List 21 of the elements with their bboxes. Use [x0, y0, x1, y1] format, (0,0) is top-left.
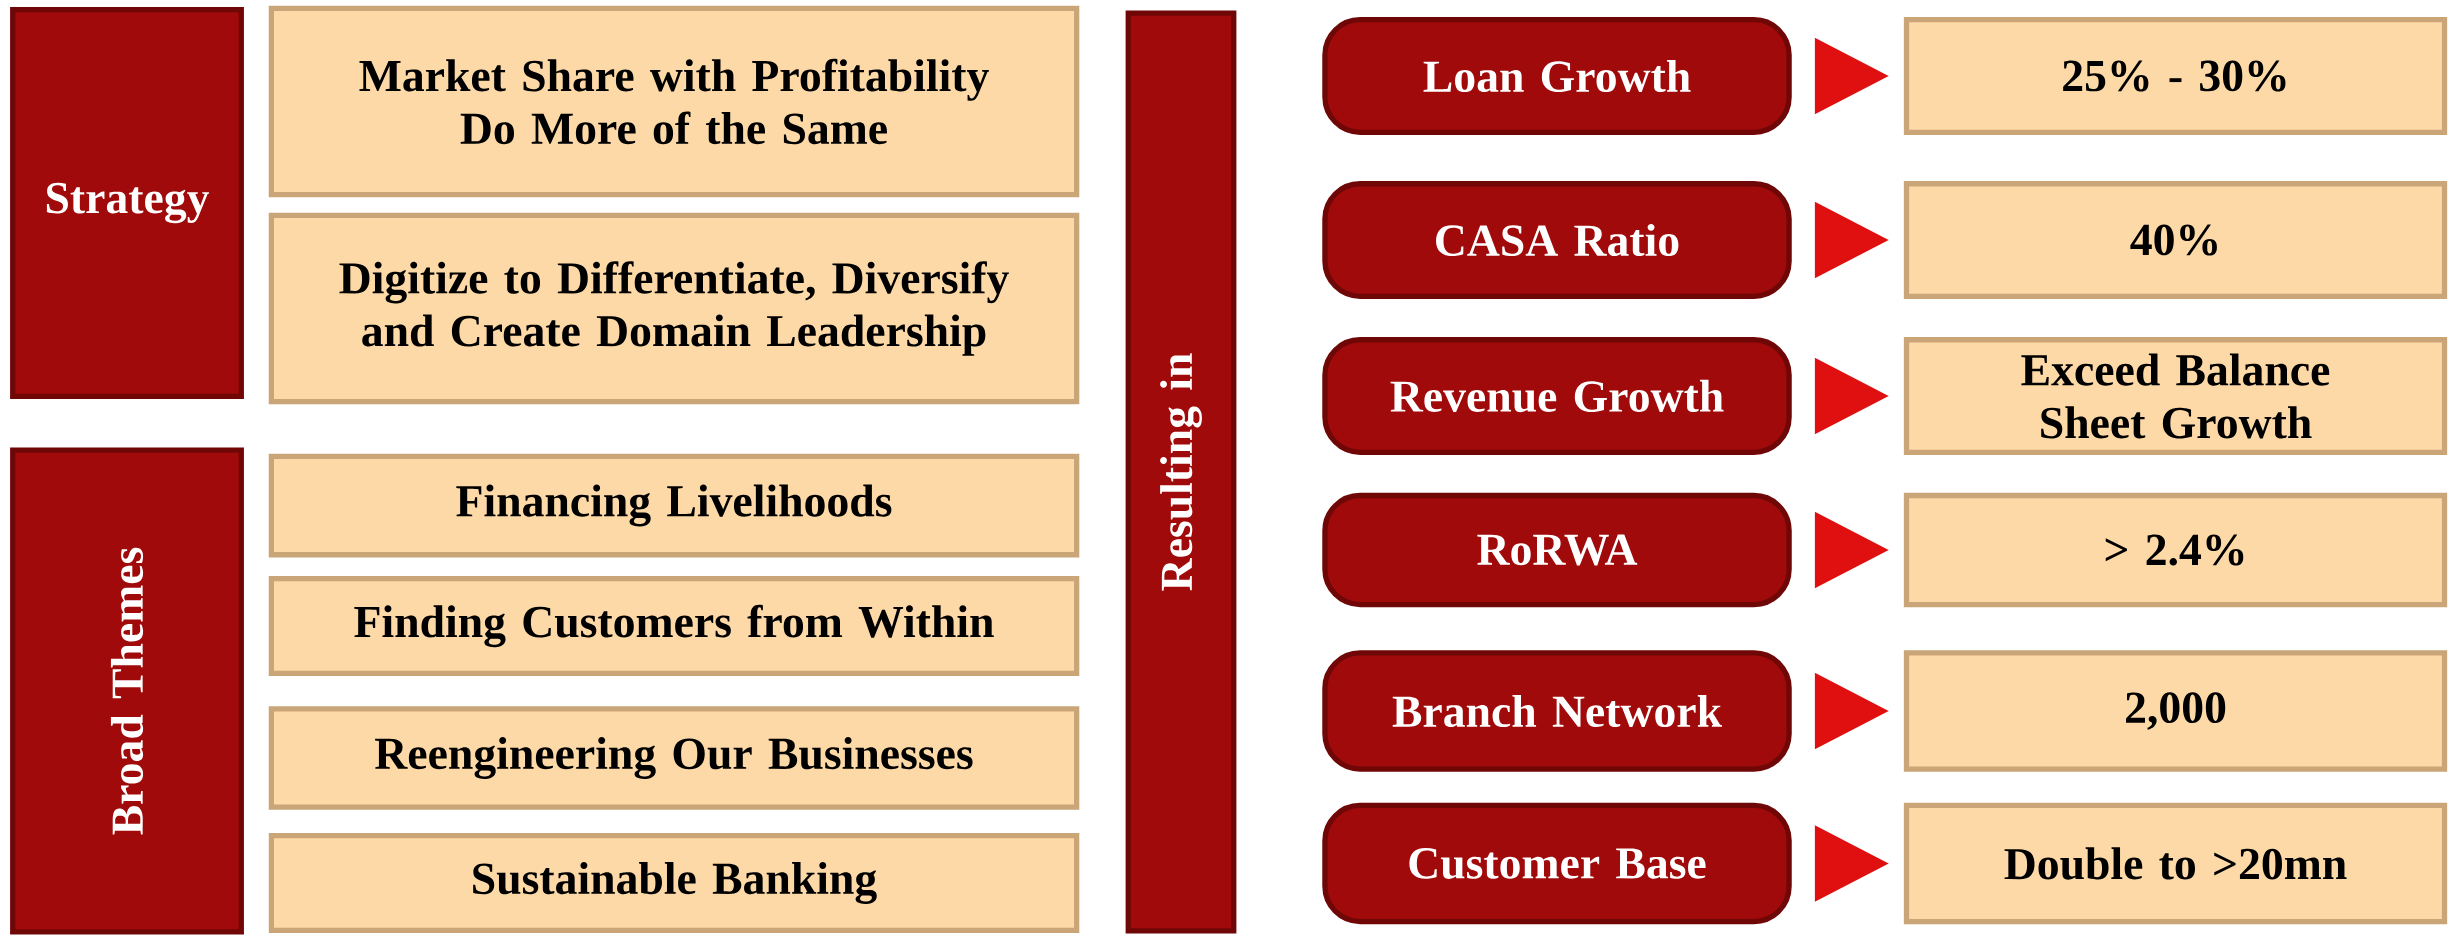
label-box: Broad Themes	[10, 447, 244, 935]
metric-box: Branch Network	[1322, 650, 1792, 772]
text-box: 40%	[1903, 181, 2448, 299]
text-box: 2,000	[1903, 650, 2448, 772]
text-box: Market Share with Profitability Do More of the Same	[268, 5, 1080, 198]
metric-box: Customer Base	[1322, 802, 1792, 925]
text-box: 25% - 30%	[1903, 17, 2448, 135]
text-box: Digitize to Differentiate, Diversify and Create Domain Leadership	[268, 212, 1080, 405]
metric-box: Loan Growth	[1322, 17, 1792, 135]
text-box: Finding Customers from Within	[268, 575, 1080, 677]
label-box: Strategy	[10, 6, 244, 400]
metric-box: RoRWA	[1322, 492, 1792, 608]
label-box: Resulting in	[1125, 10, 1237, 934]
text-box: Sustainable Banking	[268, 832, 1080, 934]
text-box: Financing Livelihoods	[268, 453, 1080, 558]
text-box: > 2.4%	[1903, 492, 2448, 608]
text-box: Reengineering Our Businesses	[268, 706, 1080, 810]
metric-box: Revenue Growth	[1322, 337, 1792, 455]
text-box: Double to >20mn	[1903, 802, 2448, 925]
metric-box: CASA Ratio	[1322, 181, 1792, 299]
text-box: Exceed Balance Sheet Growth	[1903, 337, 2448, 455]
